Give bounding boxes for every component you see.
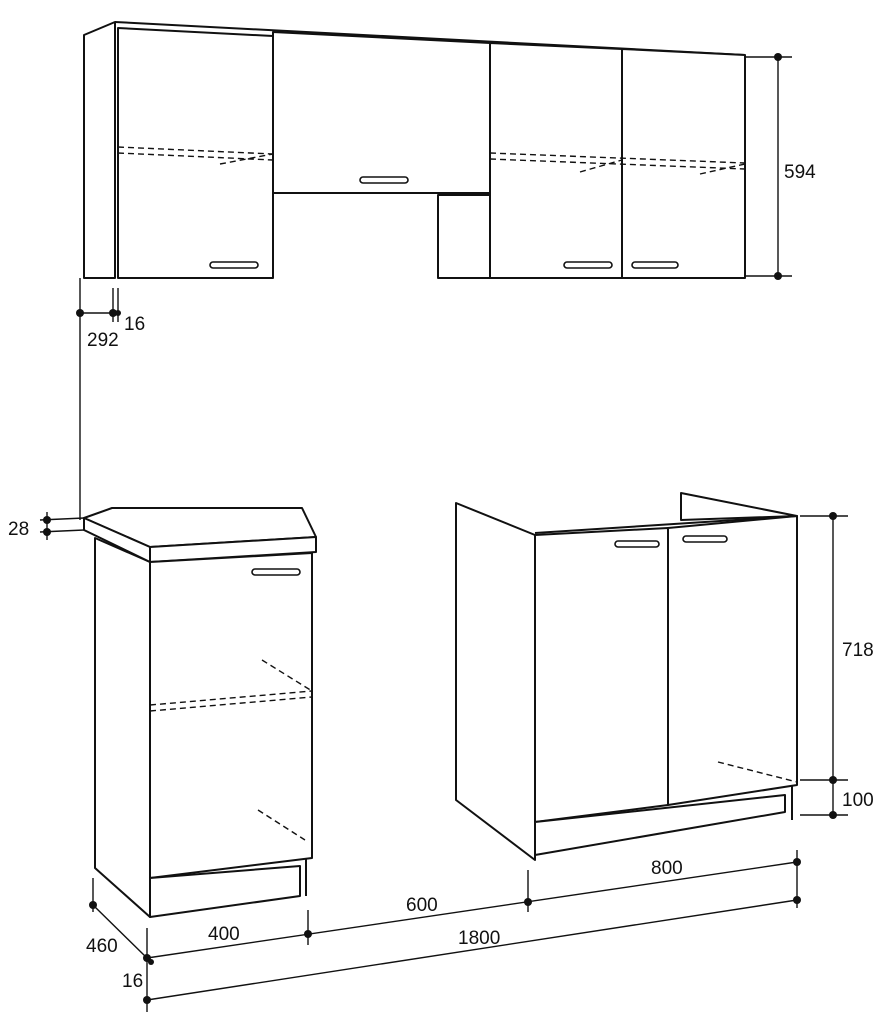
dim-label-718: 718 xyxy=(842,640,874,661)
door-handle xyxy=(614,540,660,548)
dimension-base-depth: 460 16 xyxy=(86,878,154,992)
dimension-upper-height: 594 xyxy=(745,53,816,280)
dim-label-28: 28 xyxy=(8,519,29,540)
dim-label-100: 100 xyxy=(842,790,874,811)
door-handle xyxy=(563,261,613,269)
dim-label-800: 800 xyxy=(651,858,683,879)
upper-right-door-2 xyxy=(621,48,746,279)
door-handle xyxy=(251,568,301,576)
dimension-upper-depth: 292 16 xyxy=(76,278,145,520)
dim-label-1800: 1800 xyxy=(458,928,500,949)
dim-label-16-base: 16 xyxy=(122,971,143,992)
upper-left-door xyxy=(117,27,274,279)
dim-label-400: 400 xyxy=(208,924,240,945)
upper-small-box xyxy=(437,194,491,279)
dim-label-600: 600 xyxy=(406,895,438,916)
dimension-base-height: 718 100 xyxy=(800,512,874,819)
door-handle xyxy=(359,176,409,184)
upper-middle-hood-cabinet xyxy=(272,31,491,194)
door-handle xyxy=(631,261,679,269)
dimension-countertop: 28 xyxy=(8,512,85,540)
dim-label-292: 292 xyxy=(87,330,119,351)
door-handle xyxy=(209,261,259,269)
upper-right-door-1 xyxy=(489,42,623,279)
upper-cabinets xyxy=(83,21,746,279)
sink-cabinet-800 xyxy=(455,492,798,861)
door-handle xyxy=(682,535,728,543)
dimension-widths: 400 600 800 1800 xyxy=(143,850,801,1012)
base-cabinet-400 xyxy=(83,507,317,918)
dim-label-16-upper: 16 xyxy=(124,314,145,335)
dim-label-594: 594 xyxy=(784,162,816,183)
dim-label-460: 460 xyxy=(86,936,118,957)
